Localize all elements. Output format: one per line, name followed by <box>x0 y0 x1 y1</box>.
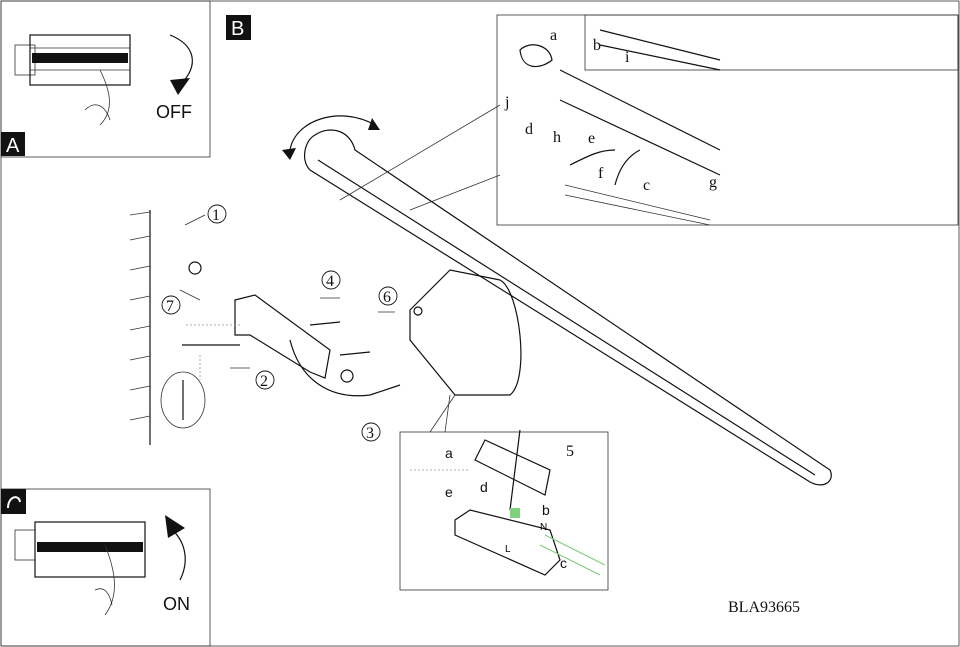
breaker-switch-icon <box>14 34 131 126</box>
detail-b-letter-b: b <box>542 502 550 518</box>
badge-b-text: B <box>231 18 244 40</box>
step-3: 3 <box>366 425 374 442</box>
step-1: 1 <box>212 207 220 224</box>
step-7: 7 <box>166 298 174 315</box>
step-6: 6 <box>383 289 391 306</box>
step-2: 2 <box>260 373 268 390</box>
badge-b <box>226 15 251 40</box>
detail-letter-g: g <box>709 174 717 191</box>
breaker-switch-icon <box>14 521 146 616</box>
wall <box>129 210 151 445</box>
lamp-housing <box>409 269 522 396</box>
rotate-arrow-icon <box>169 527 186 581</box>
badge-c <box>1 489 26 514</box>
screw-icon <box>339 351 371 356</box>
detail-b-step-5: 5 <box>566 443 574 460</box>
detail-top: a b i j d h e f c g <box>339 14 959 226</box>
detail-b-letter-e: e <box>445 484 453 500</box>
detail-b-letter-a: a <box>445 445 453 461</box>
cap-icon <box>340 369 354 383</box>
highlight-terminal <box>510 508 520 518</box>
terminal-l: L <box>505 544 511 555</box>
detail-letter-i: i <box>625 49 630 66</box>
detail-b-letter-c: c <box>560 555 567 571</box>
lamp-bar <box>282 115 832 486</box>
screw-icon <box>188 261 202 275</box>
detail-bottom: a b c d e 5 N L <box>399 394 609 591</box>
detail-letter-f: f <box>598 165 604 182</box>
wall-plug-detail <box>160 371 206 429</box>
rotate-arrow-icon <box>169 34 193 86</box>
on-label: ON <box>163 594 190 614</box>
panel-a: OFF A <box>0 0 211 158</box>
badge-c-glyph <box>7 496 21 509</box>
detail-letter-a: a <box>550 27 557 44</box>
badge-a <box>1 132 25 156</box>
mounting-plate <box>160 261 401 429</box>
cable <box>289 339 401 397</box>
detail-letter-d: d <box>525 121 533 138</box>
off-label: OFF <box>156 102 192 122</box>
screw-icon <box>309 321 341 326</box>
terminal-n: N <box>540 522 547 533</box>
badge-a-text: A <box>6 135 20 157</box>
detail-letter-j: j <box>504 94 509 111</box>
rotate-arrow-icon <box>289 115 376 151</box>
detail-letter-h: h <box>553 129 561 146</box>
step-4: 4 <box>326 273 334 290</box>
model-code: BLA93665 <box>728 599 800 616</box>
detail-letter-e: e <box>588 130 595 147</box>
detail-letter-b: b <box>593 37 601 54</box>
panel-c: ON C <box>0 488 211 647</box>
detail-b-letter-d: d <box>480 479 488 495</box>
detail-letter-c: c <box>643 177 650 194</box>
step-labels: 1 2 3 4 6 7 <box>161 204 398 442</box>
